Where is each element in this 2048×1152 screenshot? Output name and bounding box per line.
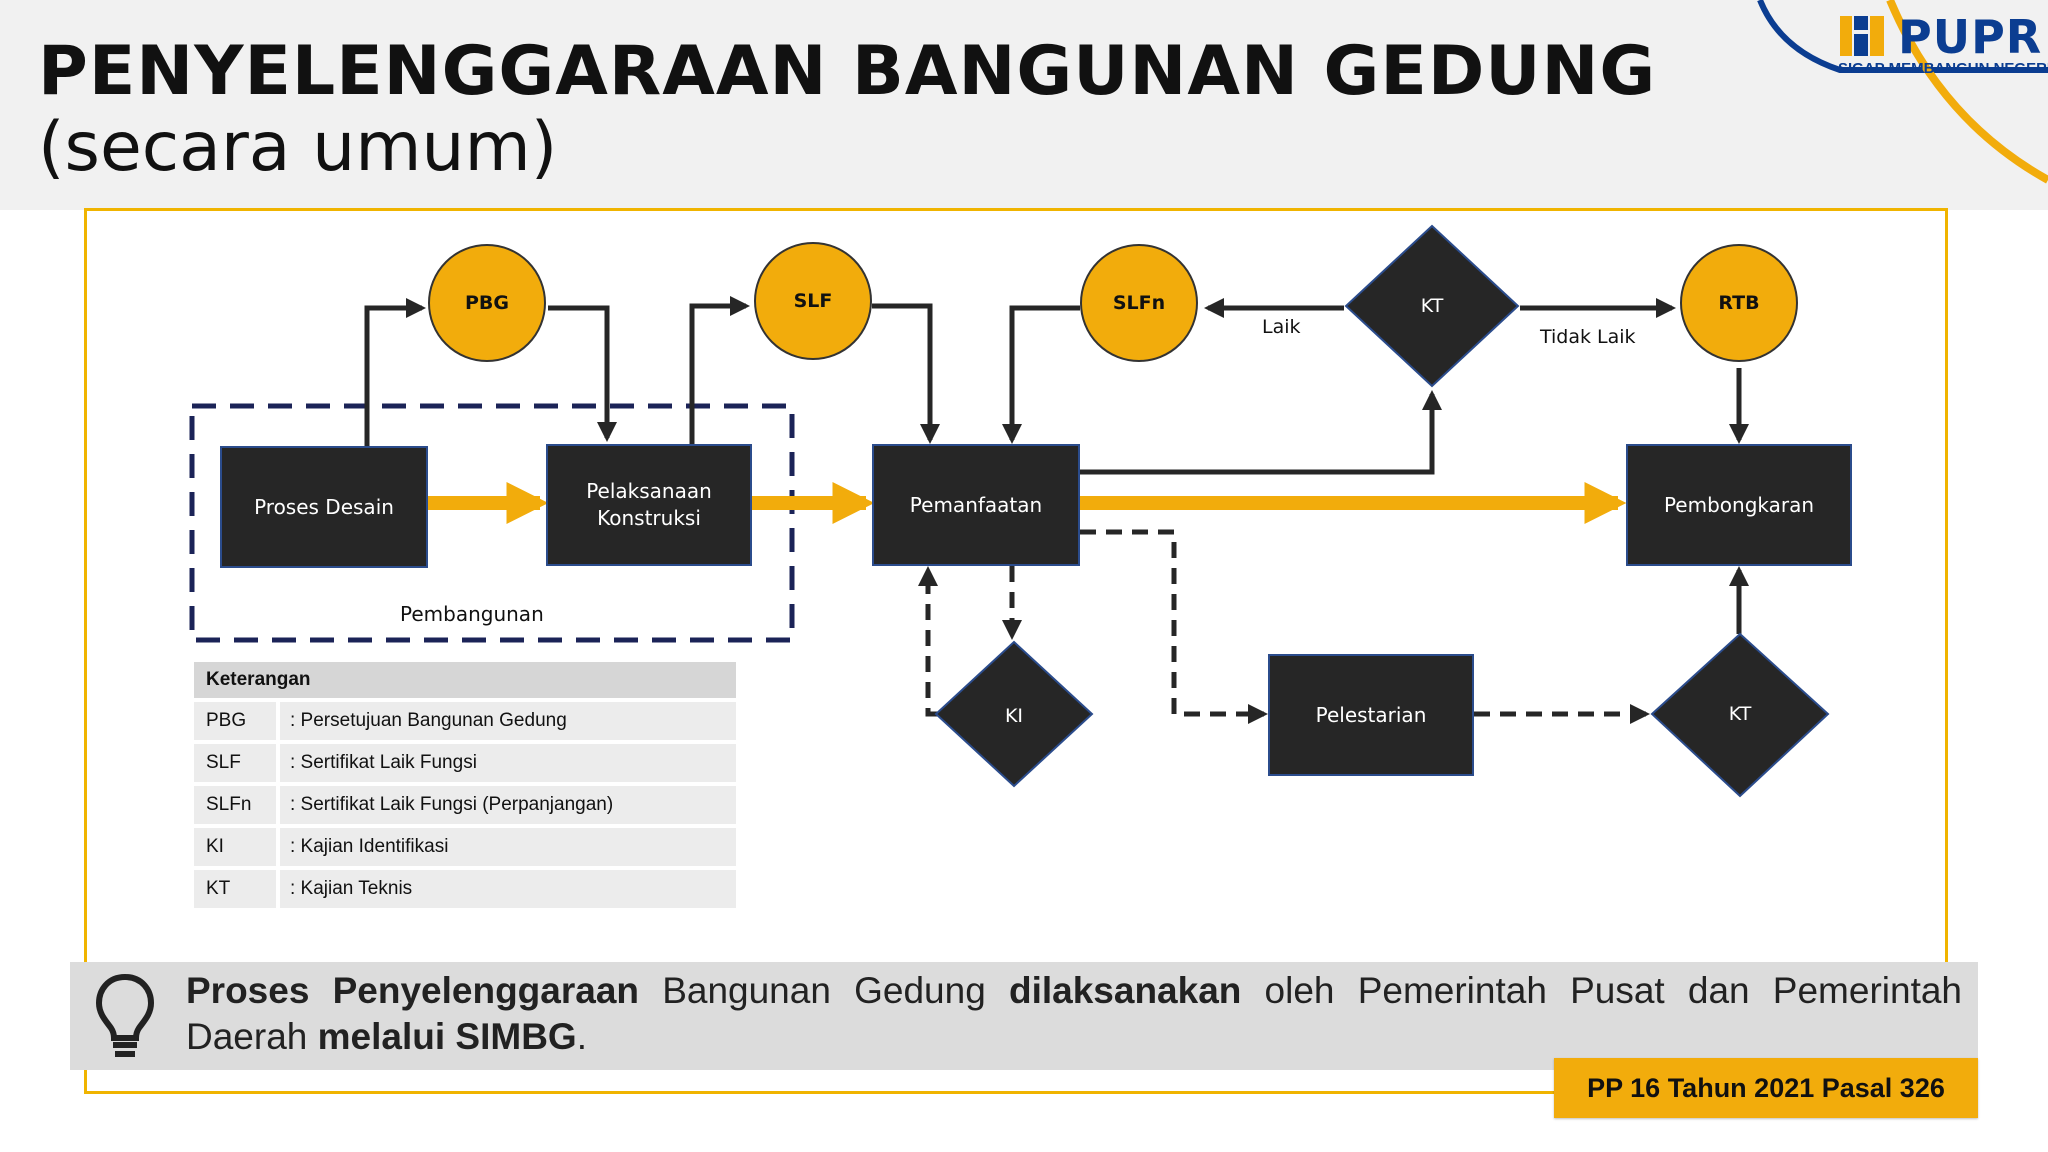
reference-badge: PP 16 Tahun 2021 Pasal 326 [1554, 1058, 1978, 1118]
edge-label-tidak-laik: Tidak Laik [1540, 326, 1636, 348]
content-frame [84, 208, 1948, 1094]
kt-bottom-diamond [1650, 632, 1830, 798]
legend-desc: : Kajian Identifikasi [280, 828, 736, 866]
edge-konstruksi-slf [689, 296, 750, 446]
legend-desc: : Sertifikat Laik Fungsi (Perpanjangan) [280, 786, 736, 824]
ki-diamond [934, 640, 1094, 788]
legend-abbr: SLF [194, 744, 276, 782]
group-label-pembangunan: Pembangunan [400, 602, 544, 626]
node-pelaksanaan-label-2: Konstruksi [597, 506, 701, 530]
legend-desc: : Sertifikat Laik Fungsi [280, 744, 736, 782]
edge-ki-pemanfaatan [918, 566, 938, 717]
node-rtb-label: RTB [1718, 292, 1760, 314]
lightbulb-icon [95, 973, 155, 1057]
node-pembongkaran: Pembongkaran [1626, 444, 1852, 566]
note-bold-2: dilaksanakan [1008, 970, 1242, 1011]
header-decoration [1757, 0, 2048, 184]
node-pelaksanaan-label-1: Pelaksanaan [586, 479, 712, 503]
note-text-2: oleh Pemerintah Pusat dan Pemerintah Dae… [186, 970, 1963, 1057]
legend-table: Keterangan PBG : Persetujuan Bangunan Ge… [194, 662, 736, 912]
pupr-logo: PUPR SIGAP MEMBANGUN NEGERI [1838, 10, 2048, 82]
node-pelestarian-label: Pelestarian [1315, 702, 1427, 727]
legend-row: KT : Kajian Teknis [194, 870, 736, 908]
legend-abbr: SLFn [194, 786, 276, 824]
note-text-3: . [576, 1016, 587, 1057]
node-pelaksanaan-konstruksi: Pelaksanaan Konstruksi [546, 444, 752, 566]
node-proses-desain-label: Proses Desain [254, 494, 394, 519]
legend-row: PBG : Persetujuan Bangunan Gedung [194, 702, 736, 740]
node-pemanfaatan: Pemanfaatan [872, 444, 1080, 566]
logo-text: PUPR [1898, 10, 2043, 64]
node-pbg: PBG [428, 244, 546, 362]
node-slf-label: SLF [793, 290, 833, 312]
legend-desc: : Kajian Teknis [280, 870, 736, 908]
note-bar: Proses Penyelenggaraan Bangunan Gedung d… [70, 962, 1978, 1070]
edge-pemanfaatan-pelestarian [1080, 529, 1268, 724]
legend-row: KI : Kajian Identifikasi [194, 828, 736, 866]
kt-top-diamond [1344, 224, 1520, 388]
page-subtitle: (secara umum) [38, 108, 558, 187]
edge-slfn-pemanfaatan [1002, 305, 1080, 444]
edge-desain-pbg [364, 298, 426, 446]
legend-title: Keterangan [194, 662, 736, 698]
edge-label-laik: Laik [1262, 316, 1301, 338]
legend-abbr: PBG [194, 702, 276, 740]
node-rtb: RTB [1680, 244, 1798, 362]
node-pelestarian: Pelestarian [1268, 654, 1474, 776]
note-text-1: Bangunan Gedung [639, 970, 1009, 1011]
note-bold-3: melalui SIMBG [317, 1016, 577, 1057]
node-pembongkaran-label: Pembongkaran [1663, 492, 1815, 517]
node-pemanfaatan-label: Pemanfaatan [909, 492, 1043, 517]
kt-top-label: KT [1420, 295, 1444, 317]
kt-bottom-label: KT [1728, 703, 1752, 725]
page-title: PENYELENGGARAAN BANGUNAN GEDUNG [38, 32, 1657, 111]
node-slf: SLF [754, 242, 872, 360]
node-proses-desain: Proses Desain [220, 446, 428, 568]
node-pbg-label: PBG [464, 292, 509, 314]
legend-abbr: KT [194, 870, 276, 908]
pupr-logo-icon [1840, 16, 1884, 56]
edge-slf-pemanfaatan [872, 303, 940, 444]
note-text: Proses Penyelenggaraan Bangunan Gedung d… [186, 968, 1962, 1060]
legend-row: SLF : Sertifikat Laik Fungsi [194, 744, 736, 782]
edge-pbg-konstruksi [548, 305, 617, 442]
edge-pemanfaatan-kt [1080, 390, 1442, 475]
legend-row: SLFn : Sertifikat Laik Fungsi (Perpanjan… [194, 786, 736, 824]
logo-tagline: SIGAP MEMBANGUN NEGERI [1838, 60, 2048, 77]
node-slfn-label: SLFn [1112, 292, 1166, 314]
ki-label: KI [1004, 705, 1024, 727]
legend-desc: : Persetujuan Bangunan Gedung [280, 702, 736, 740]
header-band [0, 0, 2048, 210]
note-bold-1: Proses Penyelenggaraan [186, 970, 640, 1011]
legend-abbr: KI [194, 828, 276, 866]
node-slfn: SLFn [1080, 244, 1198, 362]
